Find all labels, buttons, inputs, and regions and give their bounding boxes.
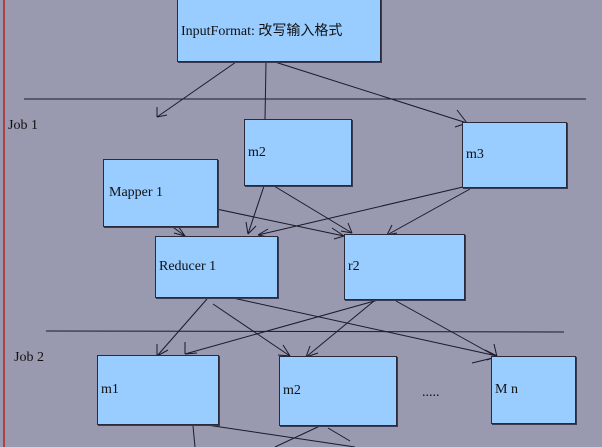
arrow-reducer1-to-job2-m2 [212, 303, 291, 357]
job2-label: Job 2 [14, 350, 44, 365]
r2-label: r2 [348, 259, 360, 274]
job1-m3-label: m3 [466, 147, 484, 162]
arrow-input-to-m2 [264, 61, 267, 120]
input-format-label: InputFormat: 改写输入格式 [181, 24, 343, 39]
arrow-m3-to-r2 [386, 188, 471, 236]
outgoing-line-4 [327, 427, 351, 442]
outgoing-line-3 [274, 424, 323, 447]
job1-m3-node: m3 [462, 122, 567, 188]
arrow-input-to-m3 [274, 61, 468, 128]
job2-m2-node: m2 [279, 356, 397, 426]
job1-label: Job 1 [8, 118, 38, 133]
arrow-r2-to-job2-m1 [184, 299, 379, 355]
job2-m1-node: m1 [97, 355, 219, 425]
job1-m2-label: m2 [248, 144, 266, 160]
job1-mapper-1-label: Mapper 1 [109, 185, 164, 200]
arrow-input-to-mapper1 [156, 61, 237, 118]
more-mappers-ellipsis: ..... [422, 385, 440, 400]
job2-mn-label: M n [495, 382, 518, 397]
job2-separator [45, 330, 565, 333]
arrow-reducer1-to-job2-m1 [156, 298, 208, 357]
outgoing-line-1 [192, 425, 196, 447]
r2-node: r2 [344, 234, 465, 300]
reducer-1-node: Reducer 1 [155, 236, 278, 298]
arrow-m2-to-reducer1 [245, 185, 265, 235]
arrow-r2-to-job2-m2 [305, 300, 375, 358]
input-format-node: InputFormat: 改写输入格式 [177, 0, 381, 62]
job2-mn-node: M n [491, 356, 576, 424]
job2-m1-label: m1 [101, 382, 119, 397]
job1-mapper-1-node: Mapper 1 [103, 159, 218, 227]
job1-m2-node: m2 [244, 119, 352, 186]
outgoing-line-2 [206, 424, 356, 447]
job2-m2-label: m2 [283, 383, 301, 398]
arrow-m2-to-r2 [273, 185, 353, 234]
left-edge-line [3, 0, 5, 447]
reducer-1-label: Reducer 1 [159, 259, 217, 274]
